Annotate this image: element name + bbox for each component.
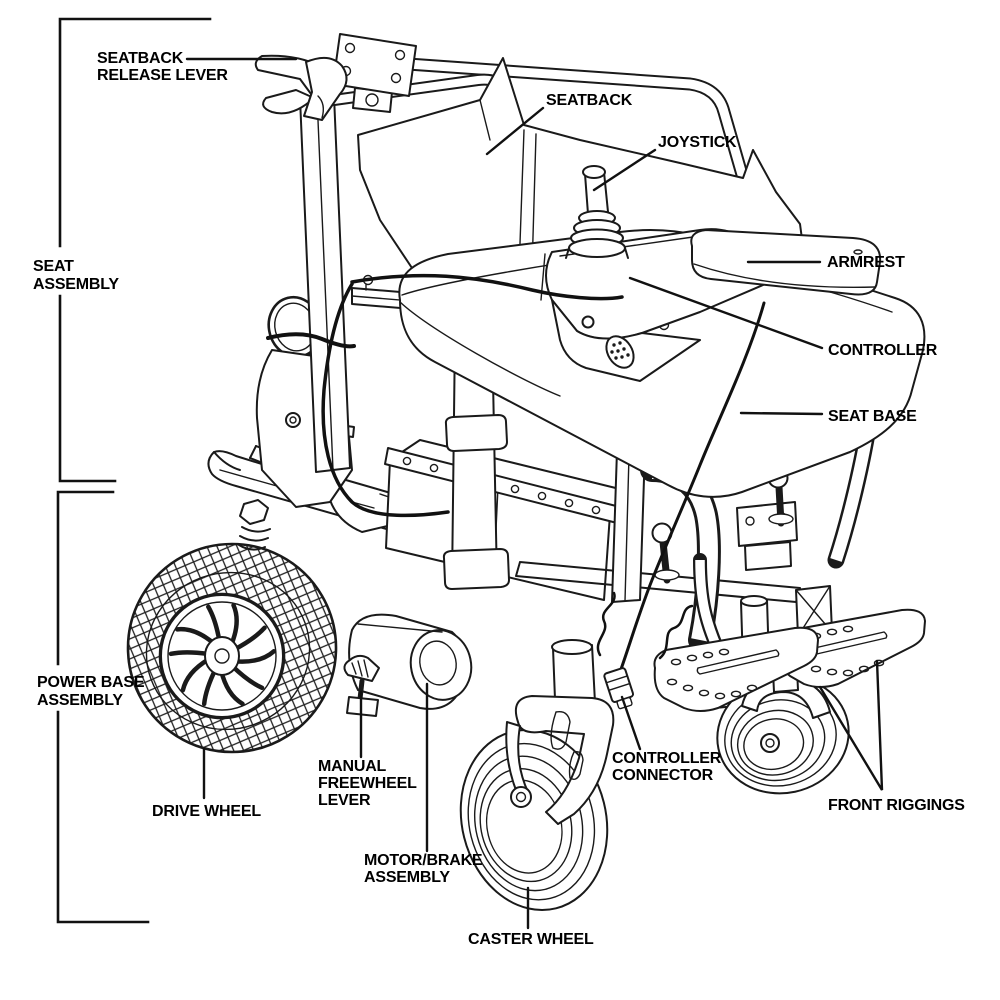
label-seatback-release-lever: SEATBACK (97, 50, 184, 67)
label-controller: CONTROLLER (828, 342, 938, 359)
label-controller-connector-2: CONNECTOR (612, 767, 714, 784)
leader-seat-base (739, 411, 824, 416)
joystick-part (565, 165, 629, 259)
drive-wheel-part (126, 542, 338, 754)
label-drive-wheel: DRIVE WHEEL (152, 803, 261, 820)
label-caster-wheel: CASTER WHEEL (468, 931, 594, 948)
leader-front-riggings (818, 659, 884, 791)
manual-freewheel-lever-part (343, 654, 380, 717)
power-base-assembly-bracket (56, 490, 150, 924)
label-seatback-release-lever-2: RELEASE LEVER (97, 67, 228, 84)
label-controller-connector: CONTROLLER (612, 750, 722, 767)
leader-controller-connector (620, 695, 642, 751)
label-power-base-assembly-2: ASSEMBLY (37, 692, 123, 709)
front-riggings-footplates (653, 608, 926, 712)
leader-joystick (592, 148, 657, 192)
label-manual-freewheel-lever-3: LEVER (318, 792, 371, 809)
wiring (266, 273, 766, 674)
controller-connector-part (603, 667, 635, 710)
suspension-spring (238, 499, 271, 551)
label-seat-base: SEAT BASE (828, 408, 917, 425)
wheelchair-illustration (126, 33, 926, 911)
label-power-base-assembly: POWER BASE (37, 674, 145, 691)
label-manual-freewheel-lever: MANUAL (318, 758, 387, 775)
leader-seatback (485, 106, 545, 156)
label-manual-freewheel-lever-2: FREEWHEEL (318, 775, 417, 792)
leader-controller (628, 276, 824, 350)
annotations: SEATBACK RELEASE LEVER SEATBACK JOYSTICK… (33, 17, 965, 948)
label-joystick: JOYSTICK (658, 134, 737, 151)
label-motor-brake-assembly-2: ASSEMBLY (364, 869, 450, 886)
label-seatback: SEATBACK (546, 92, 633, 109)
label-motor-brake-assembly: MOTOR/BRAKE (364, 852, 483, 869)
label-seat-assembly: SEAT (33, 258, 74, 275)
seat-assembly-bracket (58, 17, 212, 483)
label-seat-assembly-2: ASSEMBLY (33, 276, 119, 293)
label-armrest: ARMREST (827, 254, 905, 271)
label-front-riggings: FRONT RIGGINGS (828, 797, 965, 814)
seatback-release-lever-part (254, 33, 417, 121)
front-caster (459, 639, 615, 911)
